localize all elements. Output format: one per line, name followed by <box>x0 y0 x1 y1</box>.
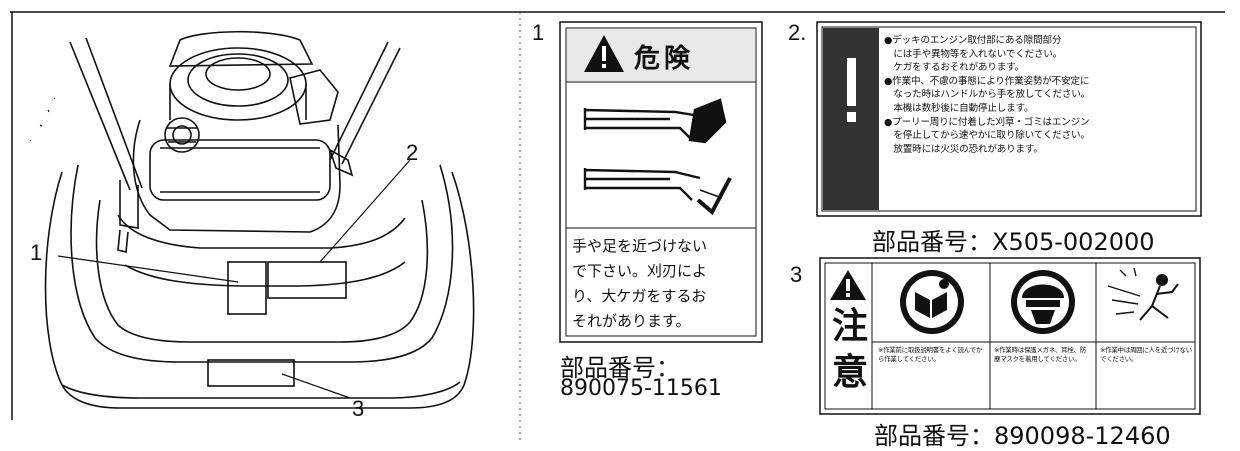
label-1-frame <box>559 21 763 343</box>
label-1-warning-icon <box>584 35 624 72</box>
label-2-part-number: 部品番号：X505-002000 <box>872 228 1155 256</box>
label-1-body-line: 手や足を近づけない <box>572 237 708 255</box>
label-3-part-number: 部品番号：890098-12460 <box>874 422 1171 450</box>
flying-debris-icon <box>1107 267 1179 321</box>
mower-illustration <box>29 30 475 409</box>
mower-label-2-position <box>267 261 347 299</box>
label-2-line: ●作業中、不慮の事態により作業姿勢が不安定に <box>884 75 1090 87</box>
label-3-caption-3: ※作業中は周囲に人を近づけないでください。 <box>1100 346 1192 363</box>
label-1-number: 1 <box>532 20 545 45</box>
label-2-number: 2. <box>788 20 807 45</box>
callout-1: 1 <box>30 240 43 265</box>
label-1-body: 手や足を近づけない で下さい。刈刃によ り、大ケガをするお それがあります。 <box>572 234 707 334</box>
label-2-line: ●デッキのエンジン取付部にある隙間部分 <box>884 35 1062 46</box>
label-1-body-line: で下さい。刈刃によ <box>572 262 708 280</box>
label-2-line: ケガをするおそれがあります。 <box>884 62 1024 74</box>
callout-2: 2 <box>406 140 419 165</box>
label-2-line: 放置時には火災の恐れがあります。 <box>884 143 1043 155</box>
label-2-line: には手や異物等を入れないでください。 <box>884 48 1063 60</box>
label-1-blade-pictogram <box>583 98 732 216</box>
label-3-caution-icon <box>830 270 866 300</box>
protective-gear-icon <box>1011 270 1075 334</box>
label-2-line: を停止してから速やかに取り除いてください。 <box>884 130 1090 142</box>
label-2-line: ●プーリー周りに付着した刈草・ゴミはエンジン <box>884 116 1090 128</box>
label-1-body-line: り、大ケガをするお <box>572 287 707 305</box>
leader-line-1 <box>57 255 239 283</box>
label-3-caption-2: ※作業時は保護メガネ、耳栓、防塵マスクを着用してください。 <box>994 346 1086 363</box>
label-2-line: 本機は数秒後に自動停止します。 <box>884 102 1034 114</box>
label-3-frame <box>819 257 1201 415</box>
label-3-number: 3 <box>790 262 803 287</box>
label-3-caution-char: 注 <box>832 306 869 347</box>
label-1-part-number: 890075-11561 <box>560 376 722 401</box>
label-3-caution-text: 注 意 <box>832 304 868 396</box>
label-3-caption-1: ※作業前に取扱説明書をよく読んでから作業してください。 <box>878 346 983 363</box>
label-2-frame <box>816 21 1202 217</box>
label-3-caution-char: 意 <box>832 352 869 393</box>
leader-lines <box>57 159 411 399</box>
mower-label-1-position <box>227 261 267 315</box>
label-1-header-text: 危険 <box>634 44 695 74</box>
mower-label-3-position <box>207 359 295 387</box>
label-1-body-line: それがあります。 <box>572 312 691 330</box>
read-manual-icon <box>900 270 964 334</box>
leader-line-3 <box>281 373 351 399</box>
label-1-part-prefix: 部品番号： <box>560 354 680 382</box>
label-2-line: なった時はハンドルから手を放してください。 <box>884 89 1091 101</box>
leader-line-2 <box>319 159 411 263</box>
label-2-exclamation-icon <box>847 58 856 122</box>
label-2-body: ●デッキのエンジン取付部にある隙間部分 には手や異物等を入れないでください。 ケ… <box>884 34 1090 156</box>
callout-3: 3 <box>352 396 365 421</box>
